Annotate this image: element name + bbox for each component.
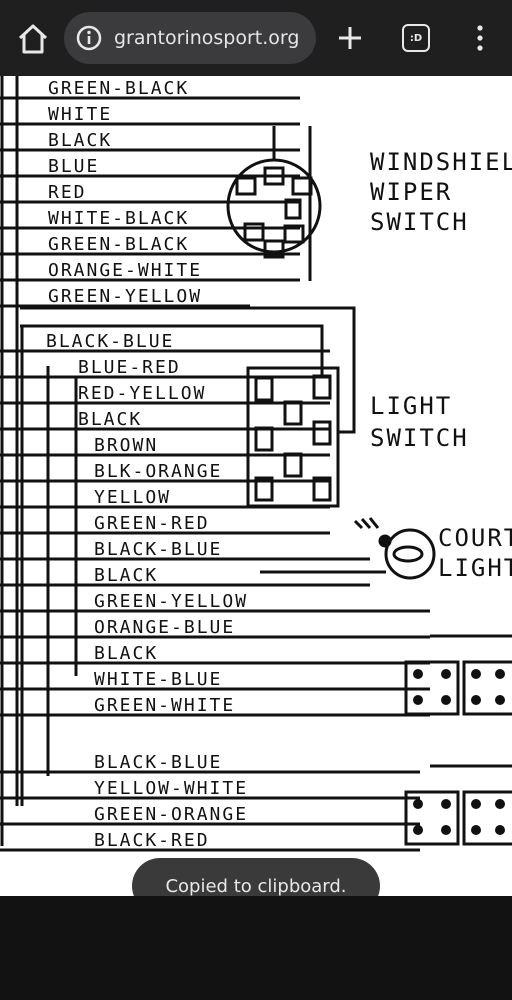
connector-pins — [413, 669, 505, 835]
new-tab-icon[interactable] — [336, 24, 364, 52]
wire-label: BLACK-BLUE — [46, 331, 174, 352]
windshield-switch-symbol — [226, 126, 322, 281]
wire-label: BLACK — [94, 643, 158, 664]
courtesy-label-line1: COURT — [438, 524, 512, 552]
wire-label: BLK-ORANGE — [94, 461, 222, 482]
wire-label: GREEN-WHITE — [94, 695, 235, 716]
wire-label: YELLOW-WHITE — [94, 778, 248, 799]
wire-label: BLACK — [78, 409, 142, 430]
wire-label: BLUE-RED — [78, 357, 181, 378]
address-bar[interactable]: grantorinosport.org — [64, 12, 316, 64]
more-menu-icon[interactable] — [468, 24, 492, 52]
courtesy-label-line2: LIGHT — [438, 554, 512, 582]
connector-blocks — [404, 634, 512, 846]
url-text: grantorinosport.org — [114, 27, 300, 49]
wire-label: RED — [48, 182, 87, 203]
wire-label: RED-YELLOW — [78, 383, 206, 404]
wire-label: BROWN — [94, 435, 158, 456]
light-label-line1: LIGHT — [370, 392, 452, 420]
windshield-label-line3: SWITCH — [370, 208, 469, 236]
left-bus-lines — [0, 76, 78, 846]
wire-label: WHITE-BLACK — [48, 208, 189, 229]
home-icon[interactable] — [16, 22, 50, 56]
windshield-label-line2: WIPER — [370, 178, 452, 206]
light-label-line2: SWITCH — [370, 424, 469, 452]
courtesy-light-symbol — [260, 517, 436, 580]
wire-label: YELLOW — [94, 487, 171, 508]
wire-label: WHITE-BLUE — [94, 669, 222, 690]
wire-label: GREEN-BLACK — [48, 78, 189, 99]
wire-label: GREEN-YELLOW — [94, 591, 248, 612]
wire-labels: GREEN-BLACK WHITE BLACK BLUE RED WHITE-BLACK G… — [46, 78, 248, 851]
wire-label: ORANGE-BLUE — [94, 617, 235, 638]
wire-label: ORANGE-WHITE — [48, 260, 202, 281]
windshield-label-line1: WINDSHIEL — [370, 148, 512, 176]
wire-label: GREEN-ORANGE — [94, 804, 248, 825]
wiring-diagram: GREEN-BLACK WHITE BLACK BLUE RED WHITE-BLACK G… — [0, 76, 512, 852]
wire-label: WHITE — [48, 104, 112, 125]
site-info-icon[interactable] — [76, 25, 102, 51]
wire-lines — [0, 96, 430, 852]
wiring-diagram-image: GREEN-BLACK WHITE BLACK BLUE RED WHITE-BLACK G… — [0, 76, 512, 896]
wire-label: BLACK — [94, 565, 158, 586]
wire-label: BLACK-RED — [94, 830, 210, 851]
wire-label: BLACK-BLUE — [94, 539, 222, 560]
browser-toolbar: grantorinosport.org :D — [0, 0, 512, 76]
wire-label: BLACK-BLUE — [94, 752, 222, 773]
wire-label: GREEN-YELLOW — [48, 286, 202, 307]
light-switch-symbol — [20, 306, 356, 508]
wire-label: BLACK — [48, 130, 112, 151]
wire-label: GREEN-RED — [94, 513, 210, 534]
tab-switcher-button[interactable]: :D — [402, 24, 430, 52]
wire-label: GREEN-BLACK — [48, 234, 189, 255]
bottom-area — [0, 896, 512, 1000]
wire-label: BLUE — [48, 156, 99, 177]
